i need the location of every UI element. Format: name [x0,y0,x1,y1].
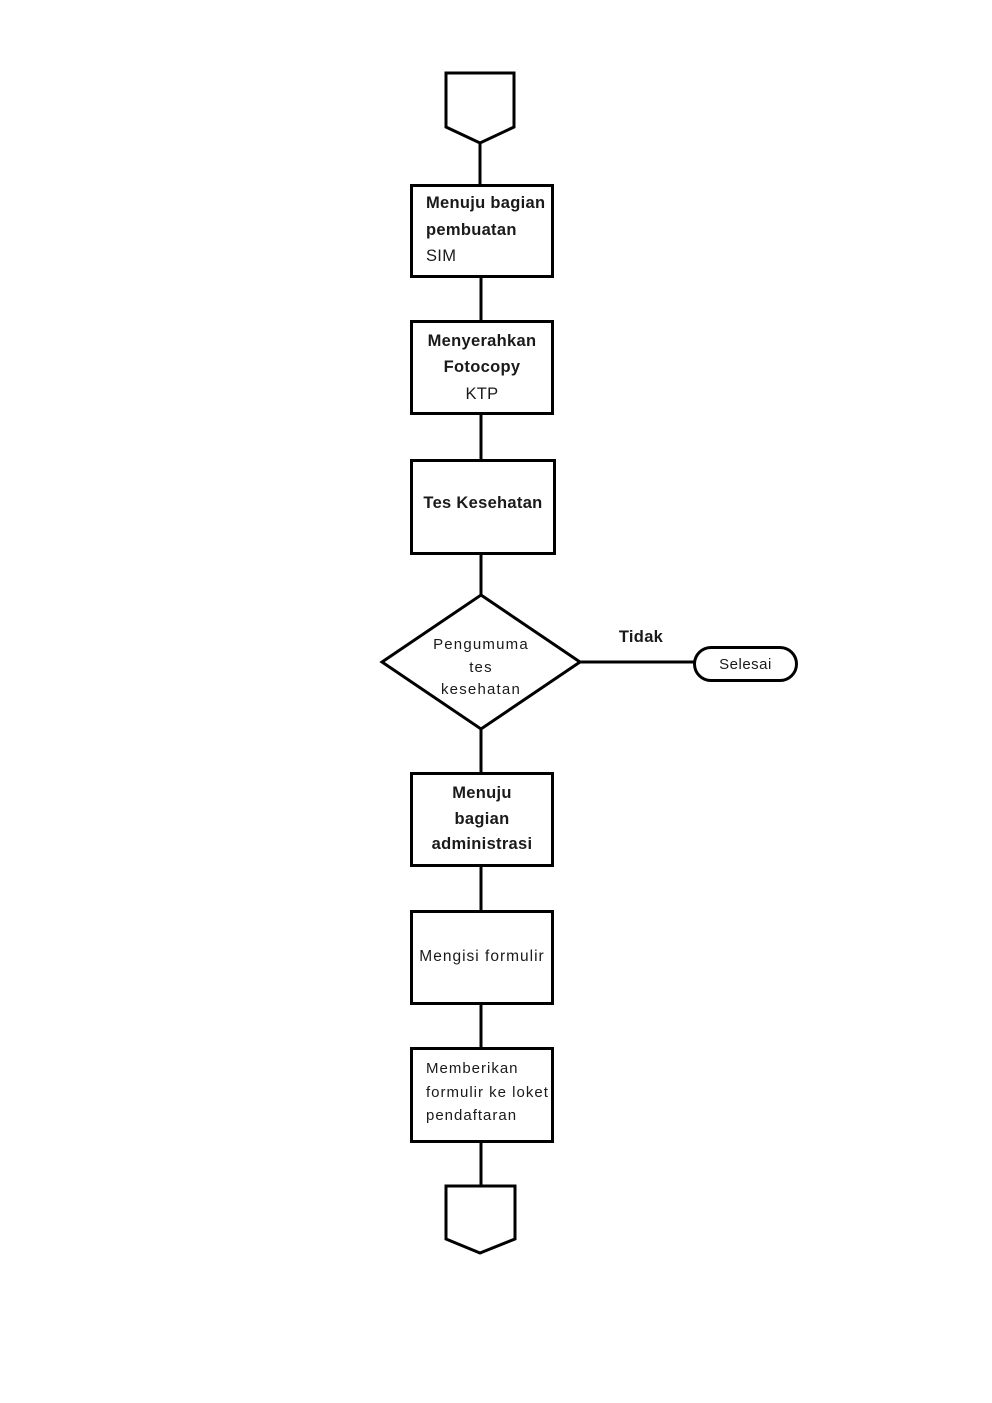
process-box-menuju-bagian-administrasi: Menuju bagian administrasi [410,772,554,867]
edge-label-tidak: Tidak [618,628,664,646]
text-line: Memberikan [426,1060,519,1077]
text-line: formulir ke loket [426,1083,549,1101]
text-line: Menyerahkan [427,331,537,350]
text-line: Pengumuma [433,636,529,653]
text-line: tes [469,658,493,676]
text-line: SIM [426,247,457,265]
text-line: Selesai [719,655,772,673]
text-line: pembuatan [426,220,517,239]
process-box-menuju-pembuatan-sim: Menuju bagian pembuatan SIM [410,184,554,278]
process-box-menyerahkan-fotocopy-ktp: Menyerahkan Fotocopy KTP [410,320,554,415]
off-page-connector-top [444,71,516,145]
process-box-memberikan-formulir-loket: Memberikan formulir ke loket pendaftaran [410,1047,554,1143]
text-line: bagian [454,809,510,828]
text-line: Fotocopy [443,358,521,377]
process-box-tes-kesehatan: Tes Kesehatan [410,459,556,555]
text-line: pendaftaran [426,1107,518,1124]
off-page-connector-bottom [444,1184,517,1255]
text-line: KTP [465,384,499,403]
process-box-mengisi-formulir: Mengisi formulir [410,910,554,1005]
text-line: Menuju bagian [426,194,546,212]
text-line: Mengisi formulir [419,948,545,966]
terminator-selesai: Selesai [693,646,798,682]
text-line: Menuju [452,784,512,803]
text-line: Tes Kesehatan [423,493,543,512]
text-line: administrasi [431,835,533,854]
decision-label: Pengumuma tes kesehatan [406,634,556,700]
text-line: kesehatan [440,681,522,698]
decision-diamond [379,593,583,731]
